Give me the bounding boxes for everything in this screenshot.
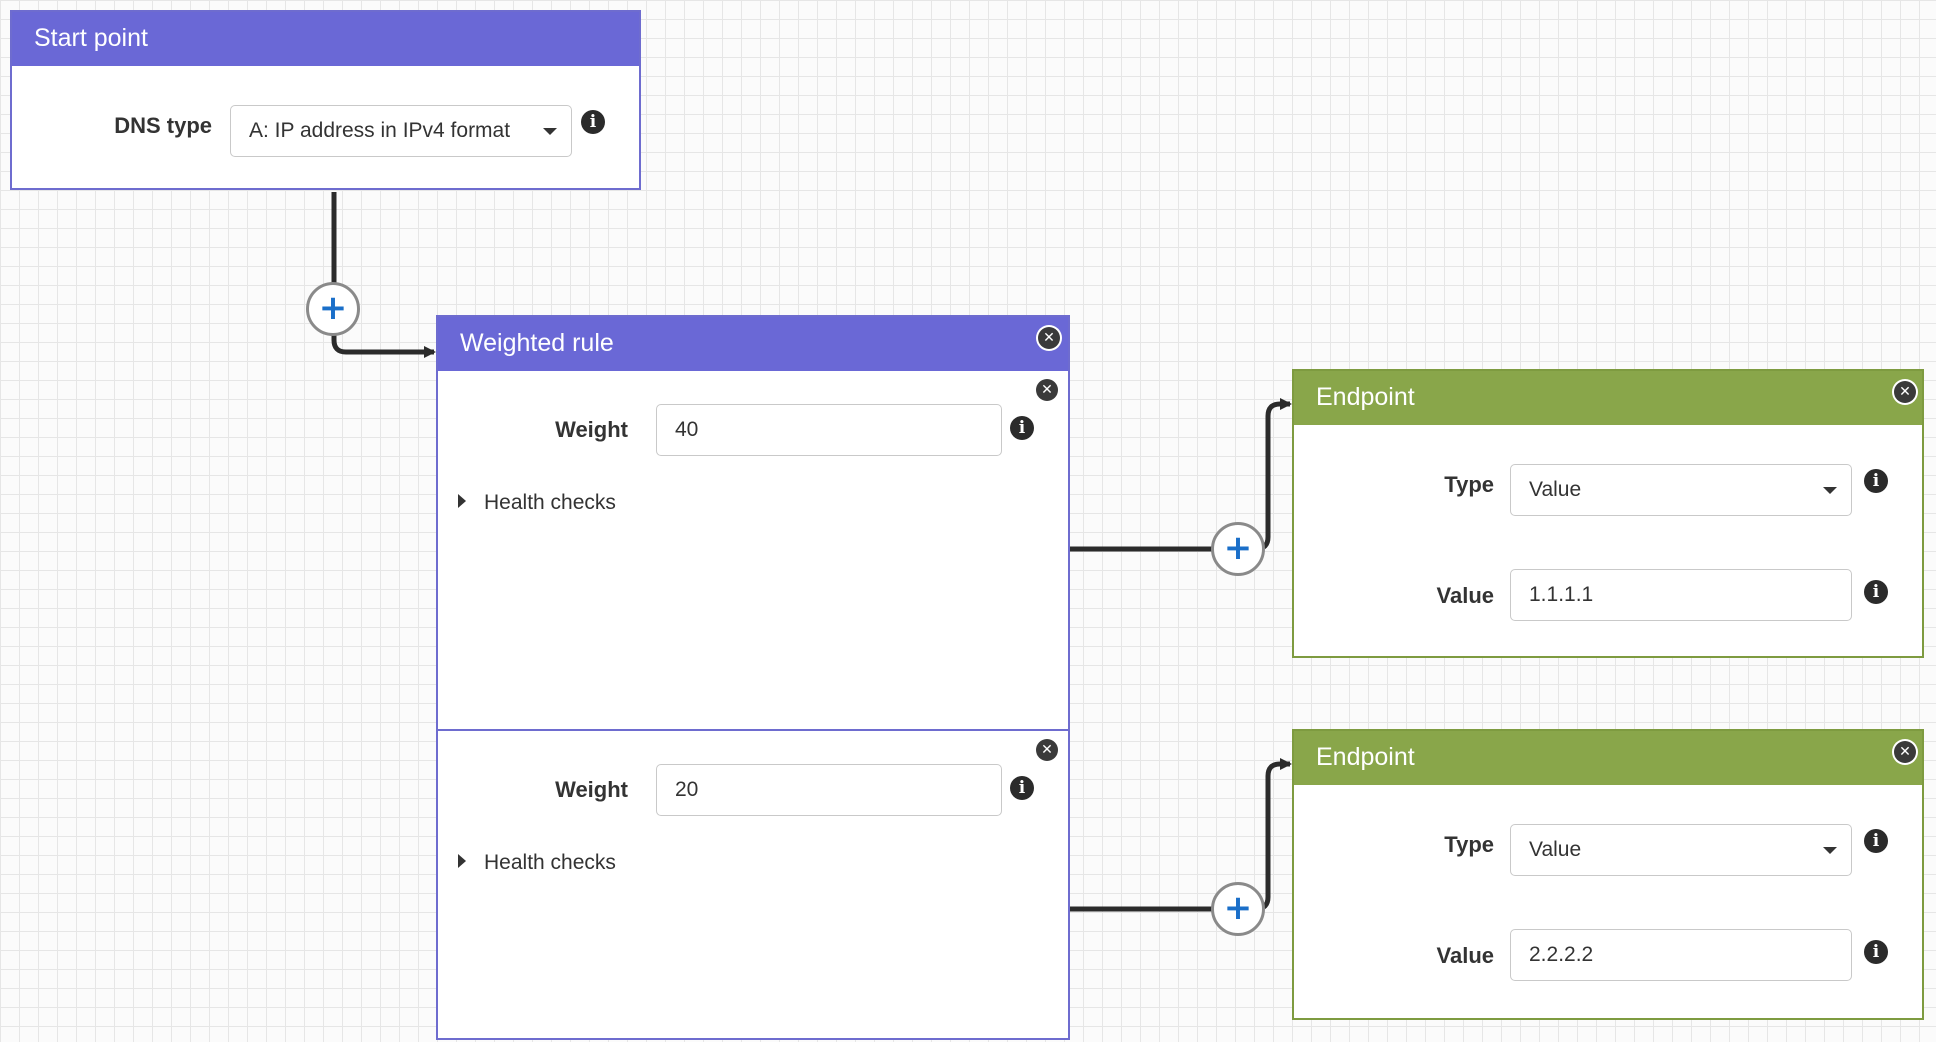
- close-icon[interactable]: ✕: [1036, 739, 1058, 761]
- weighted-rule-node: Weighted rule ✕ ✕ Weight 40 i Health che…: [436, 315, 1070, 1040]
- info-icon[interactable]: i: [1864, 940, 1888, 964]
- weight-label: Weight: [555, 777, 628, 802]
- add-endpoint-button[interactable]: +: [1211, 882, 1265, 936]
- health-checks-toggle[interactable]: Health checks: [458, 851, 616, 875]
- value-label: Value: [1436, 583, 1494, 608]
- type-value: Value: [1529, 478, 1582, 501]
- info-icon[interactable]: i: [1010, 416, 1034, 440]
- close-icon[interactable]: ✕: [1036, 379, 1058, 401]
- endpoint-node: Endpoint ✕ Type Value i Value 2.2.2.2 i: [1292, 729, 1924, 1020]
- info-icon[interactable]: i: [1864, 580, 1888, 604]
- value-input[interactable]: 1.1.1.1: [1510, 569, 1852, 621]
- connector-rule2-to-endpoint2: [1068, 758, 1292, 912]
- value-label: Value: [1436, 943, 1494, 968]
- health-checks-label: Health checks: [484, 851, 616, 874]
- start-point-title: Start point: [12, 12, 639, 66]
- weighted-rule-title: Weighted rule: [438, 317, 1068, 371]
- type-value: Value: [1529, 838, 1582, 861]
- connector-rule1-to-endpoint1: [1068, 398, 1292, 552]
- weight-input[interactable]: 20: [656, 764, 1002, 816]
- dns-type-select[interactable]: A: IP address in IPv4 format: [230, 105, 572, 157]
- dns-type-label: DNS type: [114, 113, 212, 138]
- info-icon[interactable]: i: [581, 110, 605, 134]
- caret-down-icon: [543, 128, 557, 135]
- weight-label: Weight: [555, 417, 628, 442]
- info-icon[interactable]: i: [1010, 776, 1034, 800]
- health-checks-toggle[interactable]: Health checks: [458, 491, 616, 515]
- close-icon[interactable]: ✕: [1038, 327, 1060, 349]
- add-endpoint-button[interactable]: +: [1211, 522, 1265, 576]
- health-checks-label: Health checks: [484, 491, 616, 514]
- caret-down-icon: [1823, 487, 1837, 494]
- close-icon[interactable]: ✕: [1894, 381, 1916, 403]
- caret-down-icon: [1823, 847, 1837, 854]
- value-input[interactable]: 2.2.2.2: [1510, 929, 1852, 981]
- start-point-node: Start point DNS type A: IP address in IP…: [10, 10, 641, 190]
- rule-entry: ✕ Weight 20 i Health checks: [438, 731, 1068, 1042]
- endpoint-title: Endpoint: [1294, 371, 1922, 425]
- caret-right-icon: [458, 494, 466, 509]
- endpoint-title: Endpoint: [1294, 731, 1922, 785]
- endpoint-node: Endpoint ✕ Type Value i Value 1.1.1.1 i: [1292, 369, 1924, 658]
- connector-start-to-rule: [331, 192, 436, 358]
- weight-input[interactable]: 40: [656, 404, 1002, 456]
- close-icon[interactable]: ✕: [1894, 741, 1916, 763]
- add-rule-button[interactable]: +: [306, 282, 360, 336]
- type-select[interactable]: Value: [1510, 824, 1852, 876]
- caret-right-icon: [458, 854, 466, 869]
- info-icon[interactable]: i: [1864, 469, 1888, 493]
- type-label: Type: [1444, 832, 1494, 857]
- rule-entry: ✕ Weight 40 i Health checks: [438, 371, 1068, 731]
- info-icon[interactable]: i: [1864, 829, 1888, 853]
- type-select[interactable]: Value: [1510, 464, 1852, 516]
- dns-type-value: A: IP address in IPv4 format: [249, 119, 511, 142]
- type-label: Type: [1444, 472, 1494, 497]
